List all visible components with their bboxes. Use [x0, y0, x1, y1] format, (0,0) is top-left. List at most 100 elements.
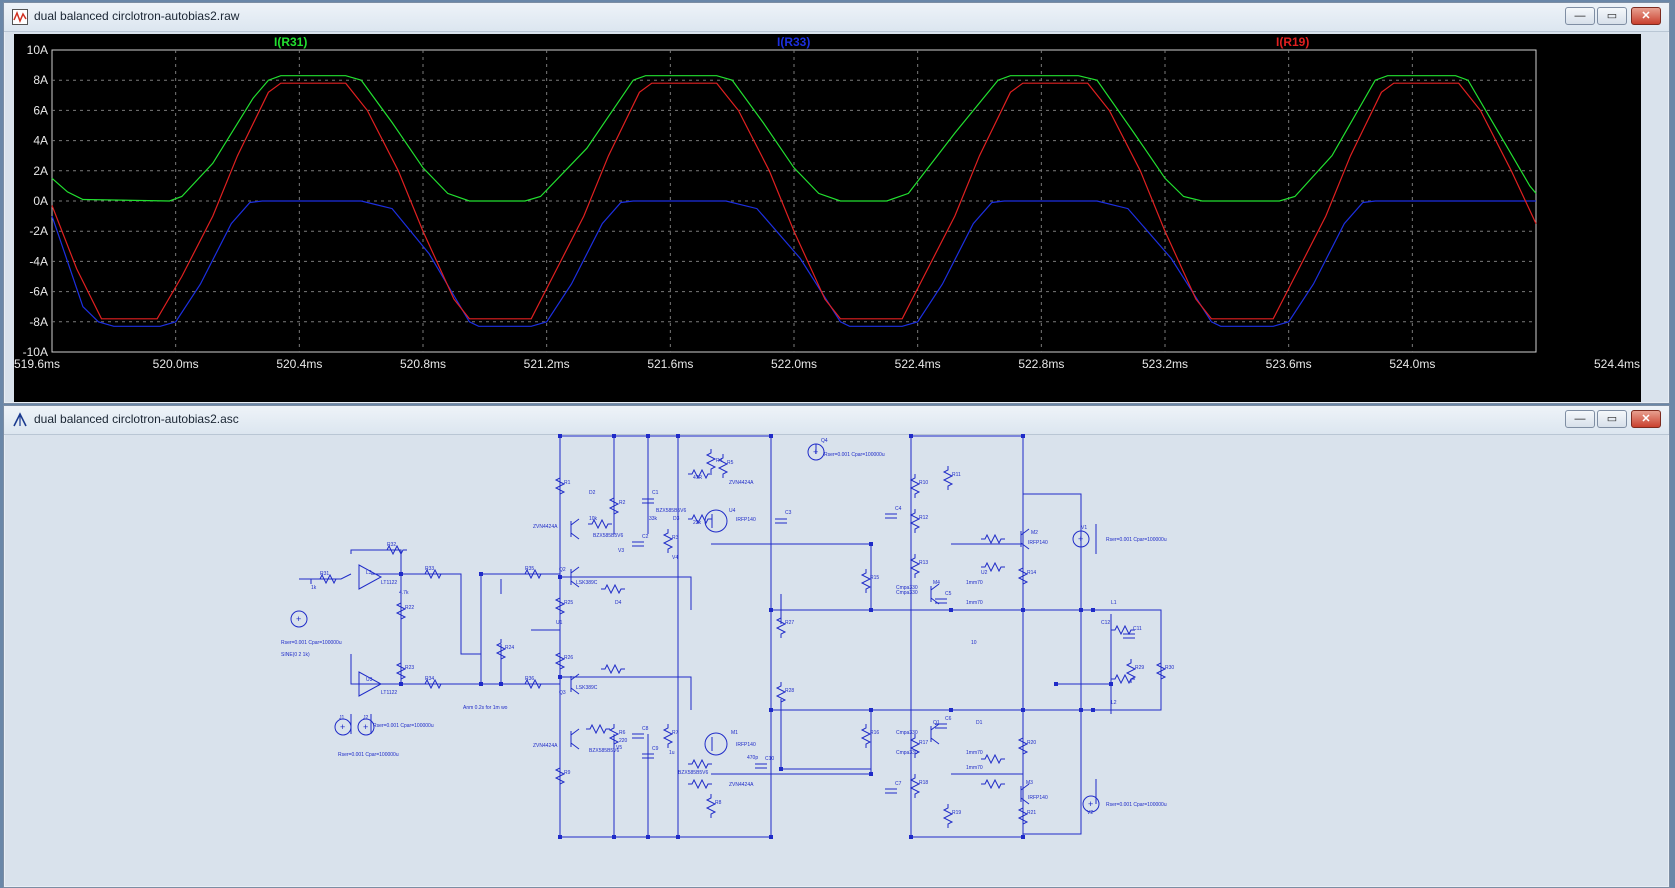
resistor-symbol[interactable]: [981, 533, 1005, 545]
wire[interactable]: [711, 710, 872, 775]
rail-frame-right[interactable]: [910, 435, 1024, 838]
transistor-symbol: [570, 580, 580, 588]
resistor-symbol[interactable]: [421, 678, 445, 690]
resistor-symbol[interactable]: [775, 682, 787, 706]
schematic-titlebar[interactable]: dual balanced circlotron-autobias2.asc —…: [4, 406, 1669, 435]
resistor-symbol[interactable]: [554, 474, 566, 498]
resistor-symbol[interactable]: [909, 554, 921, 578]
voltage-source-symbol[interactable]: [357, 718, 375, 736]
mosfet-symbol[interactable]: [704, 509, 728, 533]
schematic-label-lbl-16: LSK389C: [576, 685, 598, 691]
resistor-symbol[interactable]: [1017, 564, 1029, 588]
legend-I(R33)[interactable]: I(R33): [777, 35, 810, 49]
legend-I(R19)[interactable]: I(R19): [1276, 35, 1309, 49]
resistor-symbol[interactable]: [942, 804, 954, 828]
resistor-symbol[interactable]: [495, 639, 507, 663]
junction-dot: [1091, 708, 1095, 712]
component-ref-label: C4: [895, 506, 902, 512]
resistor-symbol[interactable]: [554, 764, 566, 788]
wire[interactable]: [1081, 609, 1162, 711]
voltage-source-symbol[interactable]: [807, 443, 825, 461]
junction-dot: [1079, 708, 1083, 712]
opamp-symbol[interactable]: [358, 671, 383, 697]
voltage-source-symbol[interactable]: [1082, 795, 1100, 813]
resistor-symbol[interactable]: [1017, 734, 1029, 758]
resistor-symbol[interactable]: [662, 529, 674, 553]
wire[interactable]: [560, 676, 692, 710]
waveform-titlebar[interactable]: dual balanced circlotron-autobias2.raw —…: [4, 3, 1669, 32]
resistor-symbol[interactable]: [588, 518, 612, 530]
resistor-symbol[interactable]: [586, 723, 610, 735]
opamp-symbol[interactable]: [358, 564, 383, 590]
legend-I(R31)[interactable]: I(R31): [274, 35, 307, 49]
wire[interactable]: [1023, 493, 1082, 835]
resistor-symbol[interactable]: [942, 466, 954, 490]
resistor-symbol[interactable]: [1017, 804, 1029, 828]
y-tick-label: 6A: [33, 103, 48, 117]
resistor-symbol[interactable]: [981, 778, 1005, 790]
resistor-symbol[interactable]: [909, 474, 921, 498]
resistor-symbol[interactable]: [688, 778, 712, 790]
resistor-symbol[interactable]: [554, 649, 566, 673]
wire[interactable]: [299, 573, 352, 580]
resistor-symbol[interactable]: [554, 594, 566, 618]
mosfet-symbol[interactable]: [704, 732, 728, 756]
resistor-symbol[interactable]: [688, 513, 712, 525]
series-line-I(R31)[interactable]: [51, 75, 1537, 202]
restore-button[interactable]: ▭: [1597, 7, 1627, 25]
wire[interactable]: [299, 578, 312, 584]
component-ref-label: C3: [785, 510, 792, 516]
resistor-symbol[interactable]: [705, 794, 717, 818]
voltage-source-symbol[interactable]: [1072, 530, 1090, 548]
resistor-symbol[interactable]: [717, 454, 729, 478]
wire[interactable]: [371, 573, 560, 685]
component-ref-label: C11: [1133, 626, 1142, 632]
resistor-symbol[interactable]: [383, 544, 407, 556]
resistor-symbol[interactable]: [601, 663, 625, 675]
resistor-symbol[interactable]: [688, 758, 712, 770]
resistor-symbol[interactable]: [775, 614, 787, 638]
voltage-source-symbol[interactable]: [334, 718, 352, 736]
resistor-symbol[interactable]: [608, 494, 620, 518]
resistor-symbol[interactable]: [909, 734, 921, 758]
resistor-symbol[interactable]: [981, 753, 1005, 765]
resistor-symbol[interactable]: [705, 449, 717, 473]
close-button[interactable]: ✕: [1631, 7, 1661, 25]
resistor-symbol[interactable]: [521, 678, 545, 690]
restore-button[interactable]: ▭: [1597, 410, 1627, 428]
wire[interactable]: [711, 543, 872, 610]
resistor-symbol[interactable]: [1155, 659, 1167, 683]
resistor-symbol[interactable]: [662, 724, 674, 748]
resistor-symbol[interactable]: [421, 568, 445, 580]
resistor-symbol[interactable]: [395, 659, 407, 683]
wire[interactable]: [371, 573, 481, 655]
resistor-symbol[interactable]: [316, 573, 340, 585]
resistor-symbol[interactable]: [1111, 624, 1135, 636]
wire[interactable]: [350, 549, 402, 574]
close-button[interactable]: ✕: [1631, 410, 1661, 428]
resistor-symbol[interactable]: [860, 724, 872, 748]
component-ref-label: R26: [564, 655, 573, 661]
component-ref-label: R7: [672, 730, 679, 736]
series-line-I(R19)[interactable]: [51, 82, 1537, 320]
minimize-button[interactable]: —: [1565, 410, 1595, 428]
minimize-button[interactable]: —: [1565, 7, 1595, 25]
voltage-source-symbol[interactable]: [290, 610, 308, 628]
schematic-canvas[interactable]: ++++++Rser=0.001 Cpar=100000uRser=0.001 …: [11, 434, 1664, 884]
resistor-symbol[interactable]: [395, 599, 407, 623]
resistor-symbol[interactable]: [981, 561, 1005, 573]
resistor-symbol[interactable]: [1111, 673, 1135, 685]
resistor-symbol[interactable]: [608, 724, 620, 748]
resistor-symbol[interactable]: [909, 509, 921, 533]
rail-frame-left[interactable]: [559, 435, 772, 838]
component-ref-label: C5: [945, 591, 952, 597]
series-line-I(R33)[interactable]: [51, 200, 1536, 327]
wire[interactable]: [480, 654, 560, 685]
wire[interactable]: [560, 576, 692, 610]
resistor-symbol[interactable]: [521, 568, 545, 580]
resistor-symbol[interactable]: [601, 583, 625, 595]
resistor-symbol[interactable]: [909, 774, 921, 798]
resistor-symbol[interactable]: [860, 569, 872, 593]
resistor-symbol[interactable]: [688, 468, 712, 480]
